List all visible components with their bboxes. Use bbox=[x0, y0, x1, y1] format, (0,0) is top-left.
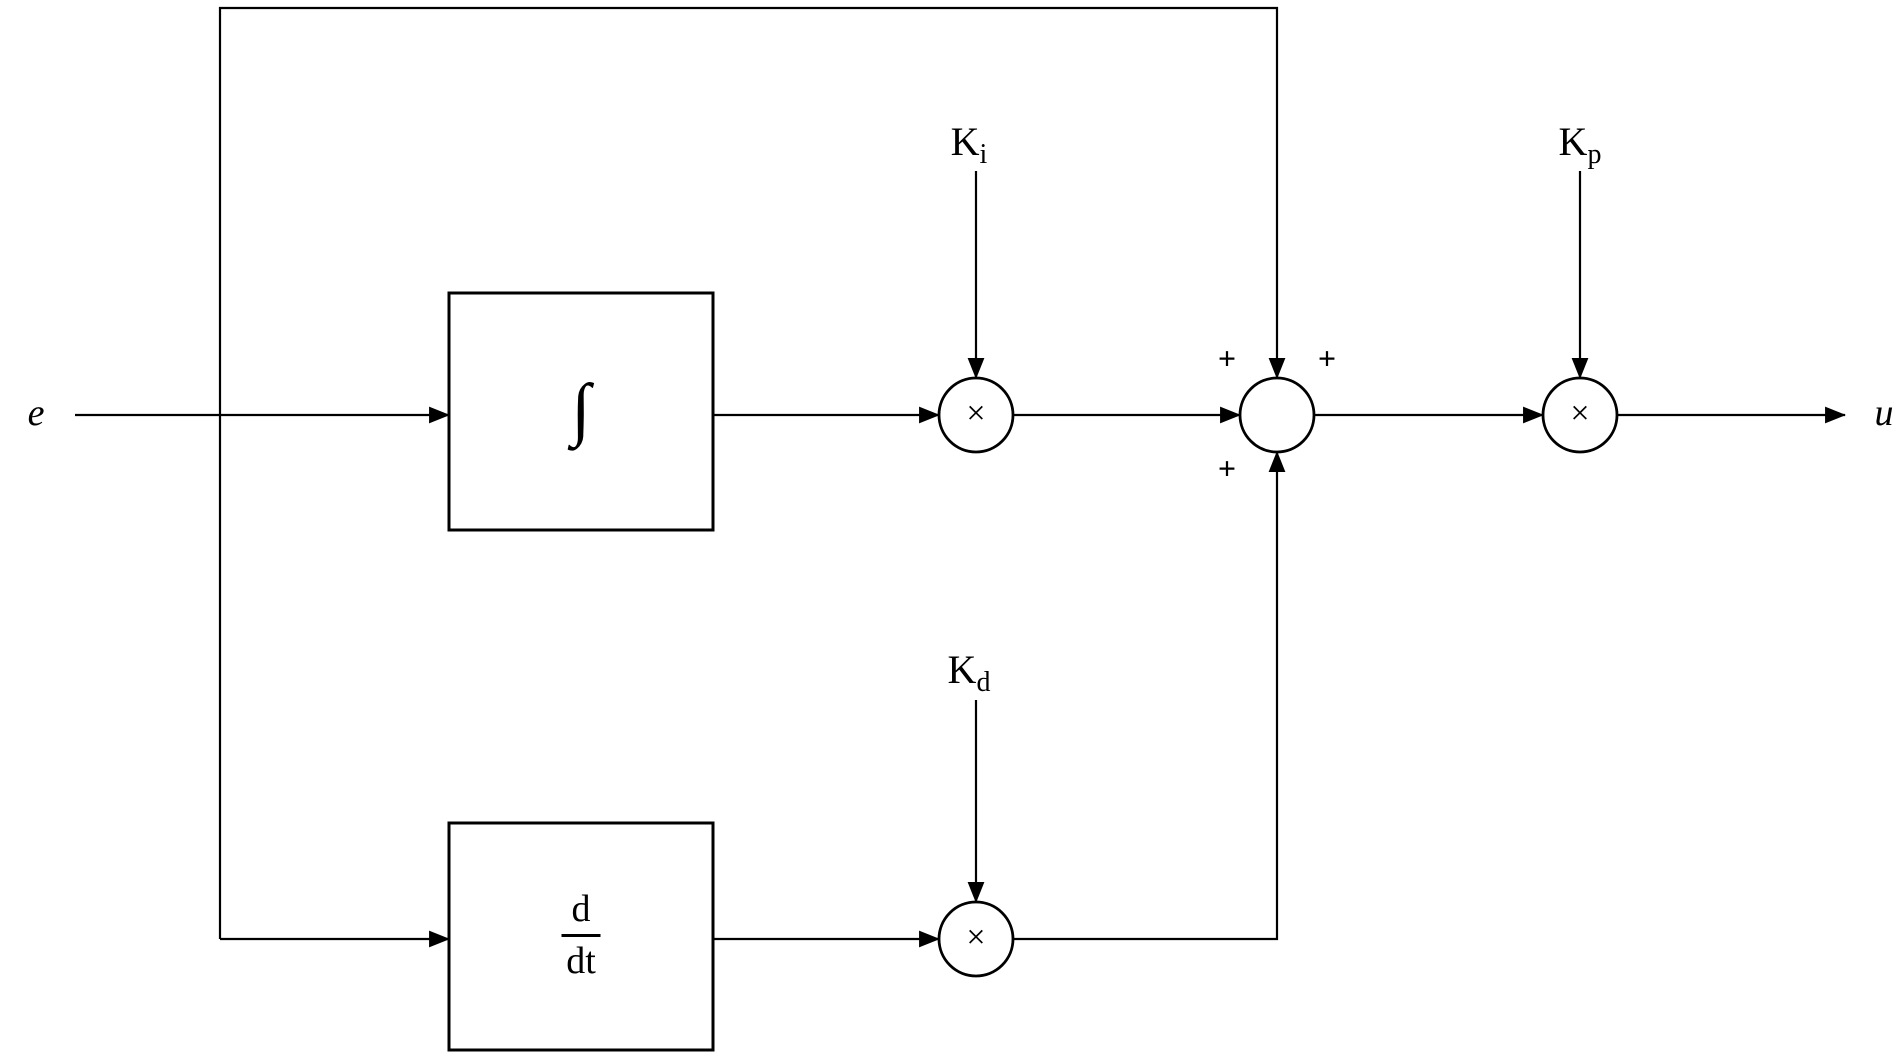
output-signal-label: u bbox=[1874, 392, 1894, 434]
gain-kd-sub: d bbox=[976, 666, 991, 698]
kd-multiply-symbol: × bbox=[966, 919, 986, 956]
gain-kd-label: Kd bbox=[947, 647, 991, 697]
wire-kd-to-sum bbox=[1013, 450, 1286, 941]
ki-multiplier-node bbox=[937, 376, 1015, 454]
plus-sign-top-right: + bbox=[1317, 340, 1337, 376]
integral-symbol: ∫ bbox=[571, 371, 591, 448]
gain-kp-sub: p bbox=[1587, 138, 1602, 170]
gain-ki-sub: i bbox=[979, 138, 988, 170]
input-signal-label: e bbox=[27, 392, 45, 434]
integrator-block bbox=[447, 291, 715, 532]
derivative-denominator: dt bbox=[566, 940, 596, 982]
kp-multiply-symbol: × bbox=[1570, 395, 1590, 432]
gain-kd-base: K bbox=[947, 647, 977, 692]
plus-sign-bottom: + bbox=[1217, 450, 1237, 486]
kd-multiplier-node bbox=[937, 900, 1015, 978]
ki-multiply-symbol: × bbox=[966, 395, 986, 432]
kp-multiplier-node bbox=[1541, 376, 1619, 454]
gain-kp-base: K bbox=[1558, 119, 1588, 164]
derivative-block-label: d dt bbox=[561, 890, 601, 982]
derivative-numerator: d bbox=[561, 890, 601, 937]
gain-kp-label: Kp bbox=[1558, 119, 1602, 169]
gain-ki-base: K bbox=[950, 119, 980, 164]
gain-ki-label: Ki bbox=[950, 119, 988, 169]
summing-junction bbox=[1238, 376, 1316, 454]
wire-proportional-path bbox=[218, 6, 1286, 939]
plus-sign-top-left: + bbox=[1217, 340, 1237, 376]
